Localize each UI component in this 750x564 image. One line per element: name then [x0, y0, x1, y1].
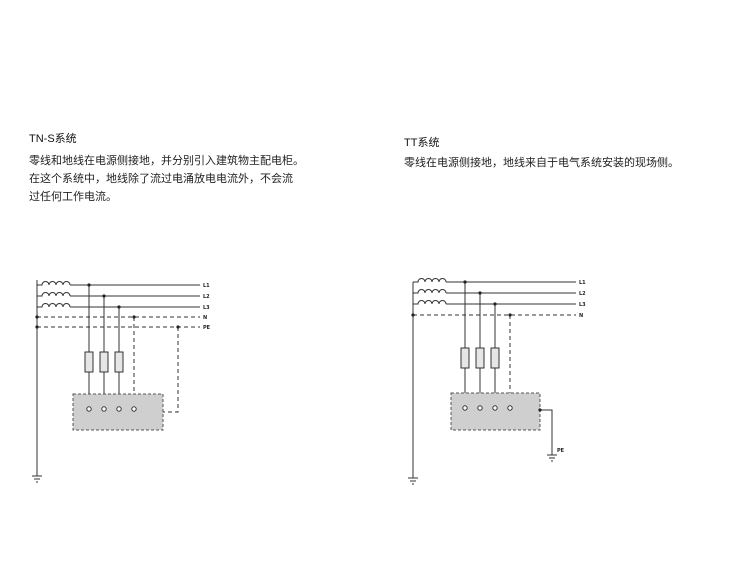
tn-s-label-l1: L1 — [203, 283, 210, 289]
tt-transformer-coils-icon — [413, 278, 447, 305]
tn-s-fuse — [114, 351, 124, 373]
tt-description-line: 零线在电源侧接地，地线来自于电气系统安装的现场侧。 — [404, 156, 679, 169]
tn-s-diagram: L1 L2 L3 N PE — [32, 280, 211, 483]
tt-pe-ground-icon — [547, 454, 557, 462]
tn-s-label-l3: L3 — [203, 305, 210, 311]
tn-s-transformer-coils-icon — [37, 281, 71, 308]
tn-s-description-line: 零线和地线在电源侧接地，并分别引入建筑物主配电柜。 — [29, 154, 304, 167]
tt-equipment-box — [450, 392, 541, 431]
tt-label-n: N — [579, 313, 583, 319]
tn-s-equipment-box — [72, 393, 164, 431]
tn-s-description-line: 过任何工作电流。 — [29, 190, 117, 203]
tt-label-pe: PE — [557, 448, 565, 454]
tt-label-l1: L1 — [579, 280, 586, 286]
tt-fuse — [460, 347, 470, 369]
tt-diagram: L1 L2 L3 N PE — [408, 278, 586, 485]
tn-s-label-l2: L2 — [203, 294, 210, 300]
tt-description: 零线在电源侧接地，地线来自于电气系统安装的现场侧。 — [404, 154, 679, 172]
tn-s-label-pe: PE — [203, 325, 211, 331]
tt-label-l2: L2 — [579, 291, 586, 297]
tt-title: TT系统 — [404, 137, 440, 149]
tt-label-l3: L3 — [579, 302, 586, 308]
tt-fuse — [475, 347, 485, 369]
tn-s-description-line: 在这个系统中，地线除了流过电涌放电电流外，不会流 — [29, 172, 293, 185]
tn-s-title: TN-S系统 — [29, 133, 77, 145]
tn-s-fuse — [99, 351, 109, 373]
tn-s-ground-icon — [32, 475, 42, 483]
tn-s-description: 零线和地线在电源侧接地，并分别引入建筑物主配电柜。 在这个系统中，地线除了流过电… — [29, 152, 304, 206]
tn-s-label-n: N — [203, 315, 207, 321]
tt-fuse — [490, 347, 500, 369]
tt-ground-icon — [408, 477, 418, 485]
tn-s-fuse — [84, 351, 94, 373]
